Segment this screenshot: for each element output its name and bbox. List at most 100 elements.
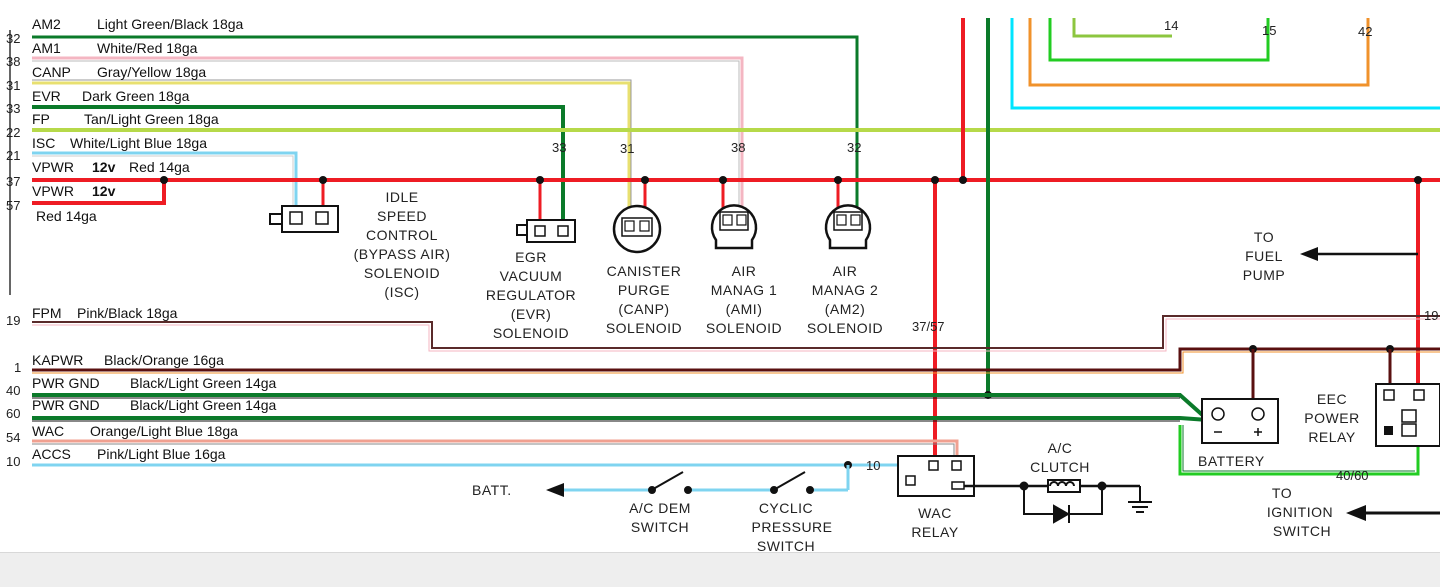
svg-text:CYCLIC: CYCLIC xyxy=(759,500,813,516)
pin-num: 57 xyxy=(6,198,20,213)
wire-fpm xyxy=(32,315,1440,349)
wire-name: CANP xyxy=(32,64,71,80)
svg-text:AIR: AIR xyxy=(833,263,858,279)
svg-text:SPEED: SPEED xyxy=(377,208,427,224)
svg-text:CONTROL: CONTROL xyxy=(366,227,438,243)
svg-text:PUMP: PUMP xyxy=(1243,267,1285,283)
pin-tag-33: 33 xyxy=(552,140,566,155)
pin-tag-31: 31 xyxy=(620,141,634,156)
isc-connector-icon xyxy=(269,205,339,233)
pin-tag-38: 38 xyxy=(731,140,745,155)
batt-arrow-icon xyxy=(546,465,850,497)
wire-desc: Tan/Light Green 18ga xyxy=(84,111,219,127)
pin-num: 1 xyxy=(14,360,21,375)
wac-relay-icon xyxy=(897,455,975,497)
wire-am1 xyxy=(32,56,744,213)
cyclic-label: CYCLIC PRESSURE SWITCH xyxy=(751,500,832,552)
svg-text:PRESSURE: PRESSURE xyxy=(751,519,832,535)
wire-pwrgnd-60 xyxy=(32,416,1209,422)
pin-tag-19r: 19 xyxy=(1424,308,1438,323)
svg-text:SOLENOID: SOLENOID xyxy=(706,320,782,336)
wire-volt: 12v xyxy=(92,183,116,199)
viewer-bottom-bar xyxy=(0,552,1440,587)
pin-num: 31 xyxy=(6,78,20,93)
svg-text:RELAY: RELAY xyxy=(911,524,959,540)
wire-name: KAPWR xyxy=(32,352,83,368)
ignition-arrow-icon xyxy=(1346,505,1440,521)
wire-name: WAC xyxy=(32,423,64,439)
wire-desc: Orange/Light Blue 18ga xyxy=(90,423,238,439)
wire-name: VPWR xyxy=(32,159,74,175)
svg-text:TO: TO xyxy=(1254,229,1274,245)
wire-desc: Gray/Yellow 18ga xyxy=(97,64,206,80)
wire-evr xyxy=(32,105,565,222)
eec-relay-icon xyxy=(1375,383,1440,447)
harness-labels: 32 AM2 Light Green/Black 18ga 38 AM1 Whi… xyxy=(6,16,277,469)
svg-text:SWITCH: SWITCH xyxy=(631,519,689,535)
pin-tag-4060: 40/60 xyxy=(1336,468,1369,483)
svg-text:CLUTCH: CLUTCH xyxy=(1030,459,1090,475)
ac-clutch-icon xyxy=(1019,479,1152,524)
wire-desc: Pink/Light Blue 16ga xyxy=(97,446,226,462)
svg-text:MANAG 1: MANAG 1 xyxy=(711,282,778,298)
fuel-pump-arrow-icon xyxy=(1300,247,1418,261)
svg-text:SWITCH: SWITCH xyxy=(757,538,815,552)
am2-connector-icon xyxy=(824,204,872,250)
svg-text:(ISC): (ISC) xyxy=(384,284,419,300)
canp-label: CANISTER PURGE (CANP) SOLENOID xyxy=(606,263,682,336)
wire-desc: Red 14ga xyxy=(36,208,97,224)
pin-tag-42: 42 xyxy=(1358,24,1372,39)
svg-text:SOLENOID: SOLENOID xyxy=(807,320,883,336)
svg-text:EGR: EGR xyxy=(515,249,547,265)
wire-desc: Black/Orange 16ga xyxy=(104,352,224,368)
pin-num: 33 xyxy=(6,101,20,116)
svg-text:REGULATOR: REGULATOR xyxy=(486,287,576,303)
canp-connector-icon xyxy=(612,204,662,254)
pin-num: 38 xyxy=(6,54,20,69)
pin-num: 21 xyxy=(6,148,20,163)
svg-text:VACUUM: VACUUM xyxy=(500,268,563,284)
svg-text:POWER: POWER xyxy=(1304,410,1359,426)
svg-text:RELAY: RELAY xyxy=(1308,429,1356,445)
eec-relay-label: EEC POWER RELAY xyxy=(1304,391,1359,445)
wire-name: PWR GND xyxy=(32,397,100,413)
pin-num: 40 xyxy=(6,383,20,398)
pin-num: 37 xyxy=(6,174,20,189)
wire-desc: Pink/Black 18ga xyxy=(77,305,178,321)
am2-label: AIR MANAG 2 (AM2) SOLENOID xyxy=(807,263,883,336)
wiring-diagram: 14 15 42 xyxy=(6,16,1440,552)
wire-vpwr-57 xyxy=(32,180,166,205)
svg-text:SOLENOID: SOLENOID xyxy=(493,325,569,341)
evr-connector-icon xyxy=(516,219,576,243)
wire-name: EVR xyxy=(32,88,61,104)
wire-kapwr xyxy=(32,347,1440,372)
pin-num: 32 xyxy=(6,31,20,46)
wire-name: PWR GND xyxy=(32,375,100,391)
svg-text:MANAG 2: MANAG 2 xyxy=(812,282,879,298)
wire-desc: White/Red 18ga xyxy=(97,40,198,56)
svg-text:(CANP): (CANP) xyxy=(618,301,669,317)
wire-name: AM1 xyxy=(32,40,61,56)
ignition-label: TO IGNITION SWITCH xyxy=(1267,485,1333,539)
wire-desc: Black/Light Green 14ga xyxy=(130,375,277,391)
wire-pwrgnd-40 xyxy=(32,393,1210,422)
svg-text:A/C DEM: A/C DEM xyxy=(629,500,691,516)
svg-text:IGNITION: IGNITION xyxy=(1267,504,1333,520)
wire-volt: 12v xyxy=(92,159,116,175)
svg-text:A/C: A/C xyxy=(1048,440,1073,456)
svg-text:SOLENOID: SOLENOID xyxy=(606,320,682,336)
evr-label: EGR VACUUM REGULATOR (EVR) SOLENOID xyxy=(486,249,576,341)
svg-text:IDLE: IDLE xyxy=(385,189,418,205)
wire-desc: Black/Light Green 14ga xyxy=(130,397,277,413)
wire-desc: Dark Green 18ga xyxy=(82,88,190,104)
pin-num: 60 xyxy=(6,406,20,421)
pin-tag-3757: 37/57 xyxy=(912,319,945,334)
am1-label: AIR MANAG 1 (AMI) SOLENOID xyxy=(706,263,782,336)
wire-canp xyxy=(32,81,631,213)
svg-text:(BYPASS AIR): (BYPASS AIR) xyxy=(354,246,451,262)
wire-name: ISC xyxy=(32,135,55,151)
wire-name: VPWR xyxy=(32,183,74,199)
battery-label: BATTERY xyxy=(1198,453,1265,469)
svg-text:SWITCH: SWITCH xyxy=(1273,523,1331,539)
ac-dem-label: A/C DEM SWITCH xyxy=(629,500,691,535)
